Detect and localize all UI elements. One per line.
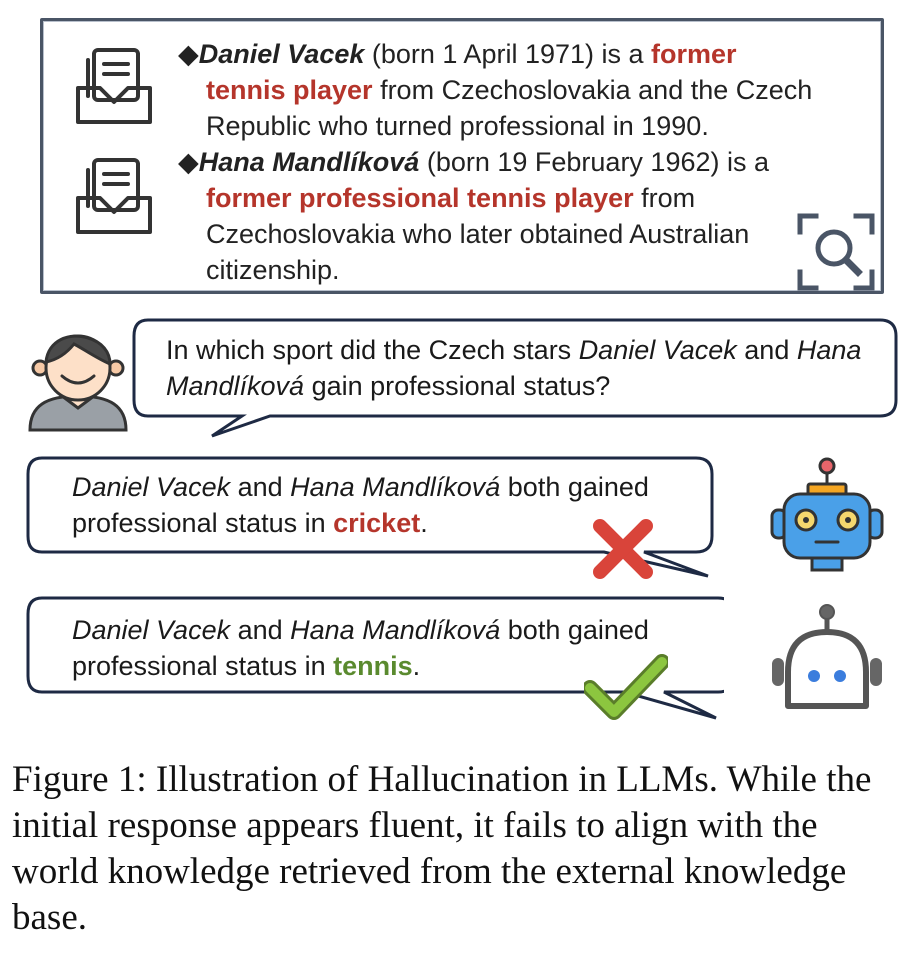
question-bubble-outline	[132, 318, 898, 438]
robot-blue-icon	[770, 457, 884, 572]
search-scan-icon	[797, 213, 875, 291]
right-sport: tennis	[333, 651, 413, 681]
wrong-answer-text: Daniel Vacek and Hana Mandlíková both ga…	[72, 472, 649, 538]
robot-outline-icon	[772, 604, 882, 709]
check-mark-icon	[584, 654, 668, 720]
bullet: ◆	[178, 39, 199, 69]
cross-mark-icon	[593, 519, 653, 579]
right-answer-bubble-outline	[26, 596, 724, 720]
user-avatar-icon	[28, 334, 128, 432]
entry-name: Hana Mandlíková	[198, 147, 420, 177]
right-answer-text: Daniel Vacek and Hana Mandlíková both ga…	[72, 615, 649, 681]
knowledge-box	[40, 18, 884, 294]
bullet: ◆	[178, 147, 199, 177]
wrong-answer-bubble-outline	[26, 456, 714, 578]
document-inbox-icon-2	[76, 158, 152, 234]
question-text: In which sport did the Czech stars Danie…	[166, 335, 862, 401]
figure-caption: Figure 1: Illustration of Hallucination …	[12, 759, 872, 938]
wrong-sport: cricket	[333, 508, 421, 538]
knowledge-entry-2: ◆Hana Mandlíková (born 19 February 1962)…	[178, 147, 770, 285]
document-inbox-icon	[76, 48, 152, 124]
entry-name: Daniel Vacek	[198, 39, 365, 69]
knowledge-entry-1: ◆Daniel Vacek (born 1 April 1971) is a f…	[178, 39, 813, 141]
